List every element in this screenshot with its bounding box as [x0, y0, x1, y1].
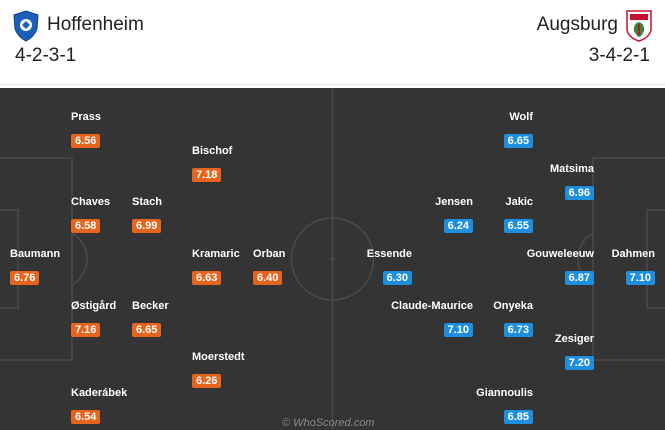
player-rating-badge: 6.76	[10, 271, 40, 285]
pitch-markings	[0, 88, 665, 430]
away-player-wolf[interactable]: Wolf 6.65	[503, 111, 533, 148]
player-name: Chaves	[71, 196, 111, 208]
player-rating-badge: 6.56	[71, 134, 101, 148]
player-name: Prass	[71, 111, 101, 123]
home-player-moerstedt[interactable]: Moerstedt 6.26	[192, 351, 245, 388]
player-name: Orban	[253, 248, 286, 260]
augsburg-crest-icon	[626, 10, 652, 42]
player-name: Wolf	[509, 111, 533, 123]
away-player-dahmen[interactable]: Dahmen 7.10	[612, 248, 655, 285]
away-player-claude-maurice[interactable]: Claude-Maurice 7.10	[391, 300, 473, 337]
away-team-name[interactable]: Augsburg	[536, 14, 618, 35]
player-name: Matsima	[549, 163, 594, 175]
player-rating-badge: 6.54	[71, 410, 101, 424]
home-player-becker[interactable]: Becker 6.65	[132, 300, 169, 337]
away-player-gouweleeuw[interactable]: Gouweleeuw 6.87	[527, 248, 594, 285]
player-name: Giannoulis	[476, 387, 533, 399]
player-name: Onyeka	[493, 300, 533, 312]
away-player-matsima[interactable]: Matsima 6.96	[550, 163, 594, 200]
away-formation: 3-4-2-1	[588, 45, 650, 66]
player-rating-badge: 6.40	[253, 271, 283, 285]
player-rating-badge: 6.96	[564, 186, 594, 200]
player-name: Moerstedt	[192, 351, 245, 363]
player-rating-badge: 6.55	[503, 219, 533, 233]
home-team-name[interactable]: Hoffenheim	[47, 14, 144, 35]
player-rating-badge: 6.99	[132, 219, 162, 233]
player-name: Essende	[366, 248, 412, 260]
player-name: Østigård	[71, 300, 117, 312]
player-name: Gouweleeuw	[526, 248, 594, 260]
player-name: Baumann	[10, 248, 61, 260]
home-player-baumann[interactable]: Baumann 6.76	[10, 248, 60, 285]
player-rating-badge: 7.16	[71, 323, 101, 337]
home-player-prass[interactable]: Prass 6.56	[71, 111, 101, 148]
home-player-kramaric[interactable]: Kramaric 6.63	[192, 248, 240, 285]
away-player-jakic[interactable]: Jakic 6.55	[503, 196, 533, 233]
home-player-ostigard[interactable]: Østigård 7.16	[71, 300, 116, 337]
watermark: © WhoScored.com	[282, 417, 375, 429]
player-rating-badge: 7.18	[192, 168, 222, 182]
away-player-giannoulis[interactable]: Giannoulis 6.85	[476, 387, 533, 424]
player-rating-badge: 6.85	[503, 410, 533, 424]
player-rating-badge: 6.63	[192, 271, 222, 285]
player-name: Kramaric	[192, 248, 240, 260]
player-rating-badge: 6.65	[132, 323, 162, 337]
player-rating-badge: 6.73	[503, 323, 533, 337]
player-rating-badge: 6.87	[564, 271, 594, 285]
player-rating-badge: 7.20	[564, 356, 594, 370]
player-rating-badge: 6.65	[503, 134, 533, 148]
pitch: Prass 6.56 Bischof 7.18 Chaves 6.58 Stac…	[0, 88, 665, 430]
home-formation: 4-2-3-1	[15, 45, 77, 66]
home-player-chaves[interactable]: Chaves 6.58	[71, 196, 110, 233]
player-rating-badge: 7.10	[443, 323, 473, 337]
away-player-onyeka[interactable]: Onyeka 6.73	[493, 300, 533, 337]
home-player-kaderabek[interactable]: Kaderábek 6.54	[71, 387, 127, 424]
home-player-stach[interactable]: Stach 6.99	[132, 196, 162, 233]
home-player-orban[interactable]: Orban 6.40	[253, 248, 285, 285]
hoffenheim-crest-icon	[13, 10, 39, 42]
player-rating-badge: 6.26	[192, 374, 222, 388]
player-name: Becker	[132, 300, 169, 312]
player-rating-badge: 6.24	[443, 219, 473, 233]
away-player-zesiger[interactable]: Zesiger 7.20	[555, 333, 594, 370]
player-name: Zesiger	[554, 333, 594, 345]
player-name: Jakic	[505, 196, 533, 208]
player-name: Bischof	[192, 145, 233, 157]
away-player-essende[interactable]: Essende 6.30	[367, 248, 412, 285]
player-name: Stach	[132, 196, 162, 208]
header-divider	[0, 84, 665, 85]
player-rating-badge: 6.30	[382, 271, 412, 285]
away-player-jensen[interactable]: Jensen 6.24	[435, 196, 473, 233]
player-name: Kaderábek	[71, 387, 128, 399]
home-player-bischof[interactable]: Bischof 7.18	[192, 145, 232, 182]
player-rating-badge: 7.10	[625, 271, 655, 285]
player-name: Dahmen	[611, 248, 655, 260]
player-rating-badge: 6.58	[71, 219, 101, 233]
match-header: Hoffenheim 4-2-3-1 Augsburg 3-4-2-1	[0, 0, 665, 88]
player-name: Jensen	[435, 196, 473, 208]
player-name: Claude-Maurice	[391, 300, 473, 312]
